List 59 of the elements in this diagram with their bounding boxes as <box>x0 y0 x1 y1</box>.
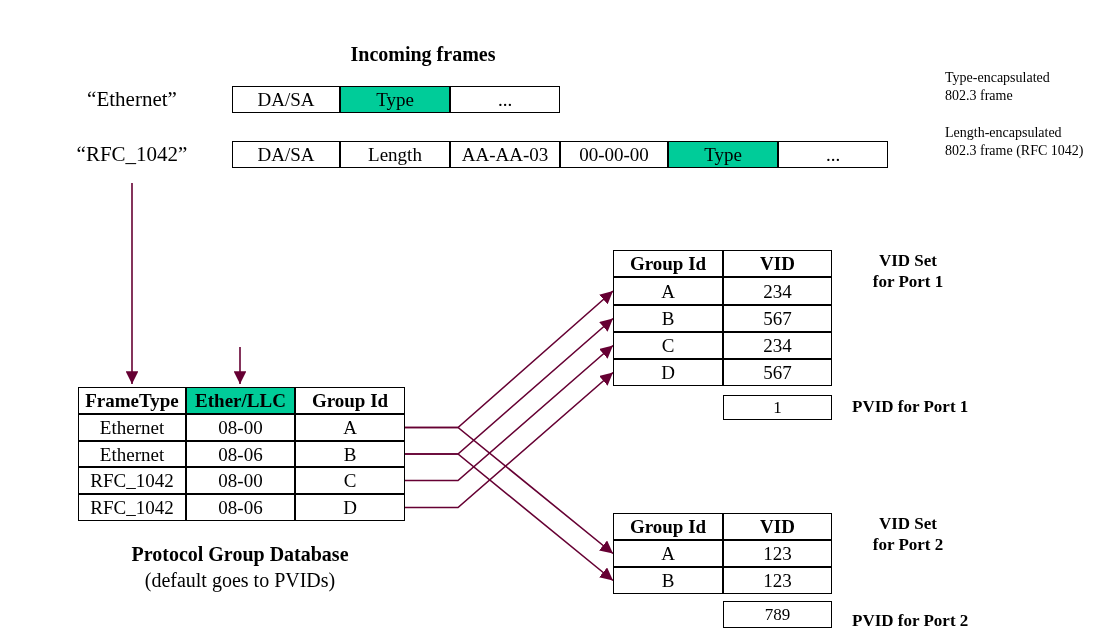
table-cell: 123 <box>723 540 832 567</box>
column-header: Group Id <box>613 250 723 277</box>
table-cell: B <box>613 567 723 594</box>
frame-type-label: “Ethernet” <box>72 86 192 112</box>
table-title: VID Set for Port 1 <box>871 250 945 293</box>
section-title: Incoming frames <box>349 42 497 67</box>
frame-description: Type-encapsulated 802.3 frame <box>945 69 1051 104</box>
frame-field: AA-AA-03 <box>450 141 560 168</box>
frame-field: Length <box>340 141 450 168</box>
table-title: PVID for Port 2 <box>852 610 970 630</box>
table-cell: D <box>613 359 723 386</box>
table-cell: A <box>613 277 723 305</box>
column-header: VID <box>723 250 832 277</box>
column-header: FrameType <box>78 387 186 414</box>
frame-field: DA/SA <box>232 141 340 168</box>
table-cell: 567 <box>723 305 832 332</box>
table-cell: RFC_1042 <box>78 467 186 494</box>
frame-field: ... <box>778 141 888 168</box>
frame-field: 00-00-00 <box>560 141 668 168</box>
arrow <box>404 344 614 482</box>
column-header: VID <box>723 513 832 540</box>
table-cell: A <box>613 540 723 567</box>
table-cell: B <box>295 441 405 467</box>
arrow <box>125 182 139 385</box>
pvid-field: 789 <box>723 601 832 628</box>
table-cell: C <box>613 332 723 359</box>
arrow <box>404 371 614 509</box>
table-cell: B <box>613 305 723 332</box>
table-cell: A <box>295 414 405 441</box>
frame-description: Length-encapsulated 802.3 frame (RFC 1042) <box>945 124 1085 159</box>
table-cell: 08-00 <box>186 414 295 441</box>
frame-type-label: “RFC_1042” <box>72 141 192 167</box>
arrow <box>404 453 614 582</box>
frame-field: DA/SA <box>232 86 340 113</box>
column-header: Group Id <box>295 387 405 414</box>
table-title: VID Set for Port 2 <box>871 513 945 556</box>
table-cell: C <box>295 467 405 494</box>
table-cell: Ethernet <box>78 414 186 441</box>
table-cell: RFC_1042 <box>78 494 186 521</box>
table-cell: Ethernet <box>78 441 186 467</box>
table-cell: 08-06 <box>186 441 295 467</box>
table-cell: 123 <box>723 567 832 594</box>
table-cell: D <box>295 494 405 521</box>
table-cell: 234 <box>723 277 832 305</box>
frame-field: ... <box>450 86 560 113</box>
table-cell: 08-06 <box>186 494 295 521</box>
table-title: PVID for Port 1 <box>852 396 970 418</box>
frame-field: Type <box>340 86 450 113</box>
table-cell: 567 <box>723 359 832 386</box>
table-cell: 234 <box>723 332 832 359</box>
pvid-field: 1 <box>723 395 832 420</box>
arrow <box>404 426 614 555</box>
table-note: (default goes to PVIDs) <box>143 568 337 593</box>
frame-field: Type <box>668 141 778 168</box>
column-header: Group Id <box>613 513 723 540</box>
table-title: Protocol Group Database <box>130 542 350 567</box>
table-cell: 08-00 <box>186 467 295 494</box>
column-header: Ether/LLC <box>186 387 295 414</box>
arrow <box>233 346 247 385</box>
